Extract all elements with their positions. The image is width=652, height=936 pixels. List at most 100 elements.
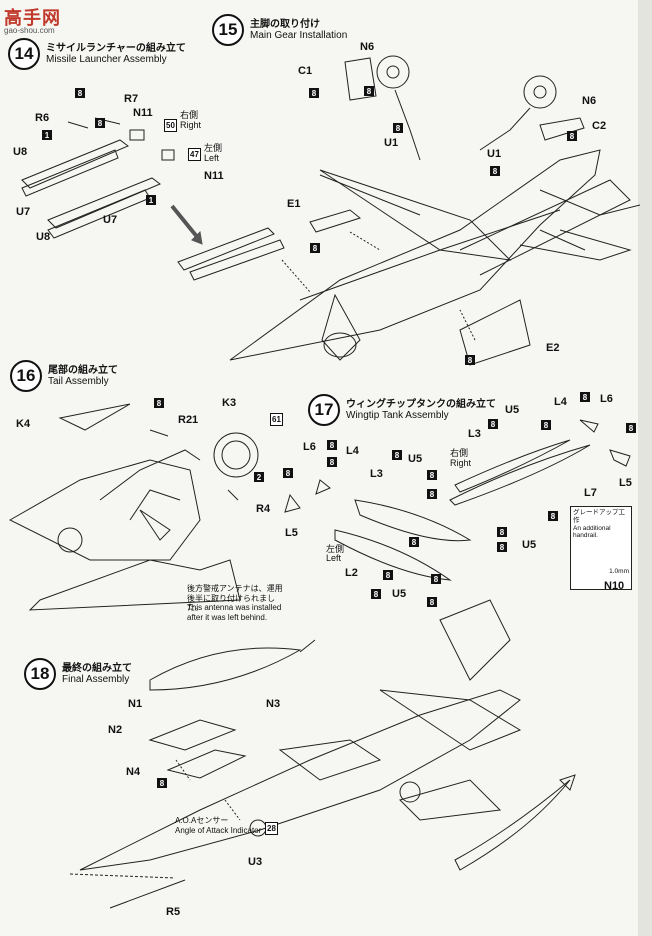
step-16-number: 16 [10, 360, 42, 392]
part-label-e2: E2 [546, 342, 560, 354]
part-label-l5: L5 [285, 527, 298, 539]
part-label-u7: U7 [16, 206, 31, 218]
part-label-l4: L4 [554, 396, 567, 408]
color-code-box: 8 [541, 420, 551, 430]
launcher-rails-14 [21, 117, 175, 239]
left-side-label-jp: 左側 [326, 544, 345, 554]
part-label-n2: N2 [108, 724, 123, 736]
part-label-k3: K3 [222, 397, 237, 409]
part-label-r7: R7 [124, 93, 139, 105]
color-code-box: 8 [309, 88, 319, 98]
step-15-title-en: Main Gear Installation [250, 30, 348, 41]
antenna-note-en: This antenna was installed after it was … [187, 603, 282, 622]
handrail-note: グレードアップ工作 An additional handrail. 1.0mm [570, 506, 632, 590]
color-code-box: 8 [497, 527, 507, 537]
color-code-box: 8 [567, 131, 577, 141]
aircraft-15 [229, 55, 641, 366]
part-label-l6: L6 [600, 393, 613, 405]
color-code-box: 8 [327, 457, 337, 467]
part-label-u5: U5 [505, 404, 520, 416]
step-15-title-jp: 主脚の取り付け [250, 18, 320, 30]
step-18-title-jp: 最終の組み立て [62, 662, 132, 674]
color-code-box: 8 [327, 440, 337, 450]
part-label-l6: L6 [303, 441, 316, 453]
color-code-box: 8 [383, 570, 393, 580]
color-code-box: 8 [548, 511, 558, 521]
part-label-u8: U8 [13, 146, 28, 158]
part-label-n3: N3 [266, 698, 281, 710]
color-code-box: 8 [580, 392, 590, 402]
part-label-u1: U1 [384, 137, 399, 149]
color-code-box: 28 [265, 822, 278, 835]
step-16-title-en: Tail Assembly [48, 376, 109, 387]
color-code-box: 8 [283, 468, 293, 478]
color-code-box: 8 [465, 355, 475, 365]
part-label-n10: N10 [604, 580, 625, 592]
part-label-e1: E1 [287, 198, 301, 210]
handrail-note-jp: グレードアップ工作 [573, 509, 625, 524]
left-side-label-en: Left [326, 553, 342, 563]
part-label-r6: R6 [35, 112, 50, 124]
color-code-box: 2 [254, 472, 264, 482]
color-code-box: 8 [393, 123, 403, 133]
color-code-box: 8 [371, 589, 381, 599]
color-code-box: 8 [427, 597, 437, 607]
color-code-box: 61 [270, 413, 283, 426]
handrail-note-en: An additional handrail. [573, 524, 611, 540]
part-label-l2: L2 [345, 567, 358, 579]
aircraft-18 [69, 599, 576, 909]
right-side-label-en: Right [450, 458, 472, 468]
color-code-box: 8 [431, 574, 441, 584]
part-label-n4: N4 [126, 766, 141, 778]
part-label-c2: C2 [592, 120, 607, 132]
right-label-en: Right [180, 120, 202, 130]
part-label-u5: U5 [522, 539, 537, 551]
aoa-note-jp: A.O.Aセンサー [175, 816, 229, 825]
color-code-box: 8 [409, 537, 419, 547]
part-label-l7: L7 [584, 487, 597, 499]
tanks-17 [284, 419, 631, 581]
step-16-header: 16 尾部の組み立て Tail Assembly [10, 360, 118, 392]
color-code-box: 8 [310, 243, 320, 253]
color-code-box: 1 [42, 130, 52, 140]
part-label-l3: L3 [468, 428, 481, 440]
step-17-title-jp: ウィングチップタンクの組み立て [346, 398, 496, 410]
step-17-number: 17 [308, 394, 340, 426]
step-18-number: 18 [24, 658, 56, 690]
part-label-u1: U1 [487, 148, 502, 160]
color-code-box: 8 [154, 398, 164, 408]
aoa-note-en: Angle of Attack Indicator [175, 826, 262, 835]
part-label-r21: R21 [178, 414, 199, 426]
part-label-u5: U5 [392, 588, 407, 600]
antenna-note-jp: 後方警戒アンテナは、運用後半に取り付けられました。 [187, 584, 283, 613]
handrail-dimension: 1.0mm [609, 568, 629, 576]
part-label-n6: N6 [360, 41, 375, 53]
right-side-label-jp: 右側 [450, 448, 469, 458]
color-code-box: 1 [146, 195, 156, 205]
left-label-en: Left [204, 153, 220, 163]
step-17-title-en: Wingtip Tank Assembly [346, 410, 449, 421]
color-code-box: 8 [490, 166, 500, 176]
part-label-u8: U8 [36, 231, 51, 243]
part-label-n11: N11 [133, 107, 153, 119]
step-14-header: 14 ミサイルランチャーの組み立て Missile Launcher Assem… [8, 38, 186, 70]
color-code-box: 8 [626, 423, 636, 433]
right-label-jp: 右側 [180, 110, 199, 120]
color-code-box: 8 [497, 542, 507, 552]
part-label-l4: L4 [346, 445, 359, 457]
step-18-title-en: Final Assembly [62, 674, 130, 685]
step-14-title-en: Missile Launcher Assembly [46, 54, 167, 65]
part-label-u3: U3 [248, 856, 263, 868]
part-label-n6: N6 [582, 95, 597, 107]
page-edge-strip [638, 0, 652, 936]
step-14-number: 14 [8, 38, 40, 70]
step-15-header: 15 主脚の取り付け Main Gear Installation [212, 14, 347, 46]
color-code-box: 8 [427, 489, 437, 499]
step-14-title-jp: ミサイルランチャーの組み立て [46, 42, 186, 54]
step-15-number: 15 [212, 14, 244, 46]
step-17-header: 17 ウィングチップタンクの組み立て Wingtip Tank Assembly [308, 394, 496, 426]
part-label-l5: L5 [619, 477, 632, 489]
color-code-box: 8 [95, 118, 105, 128]
